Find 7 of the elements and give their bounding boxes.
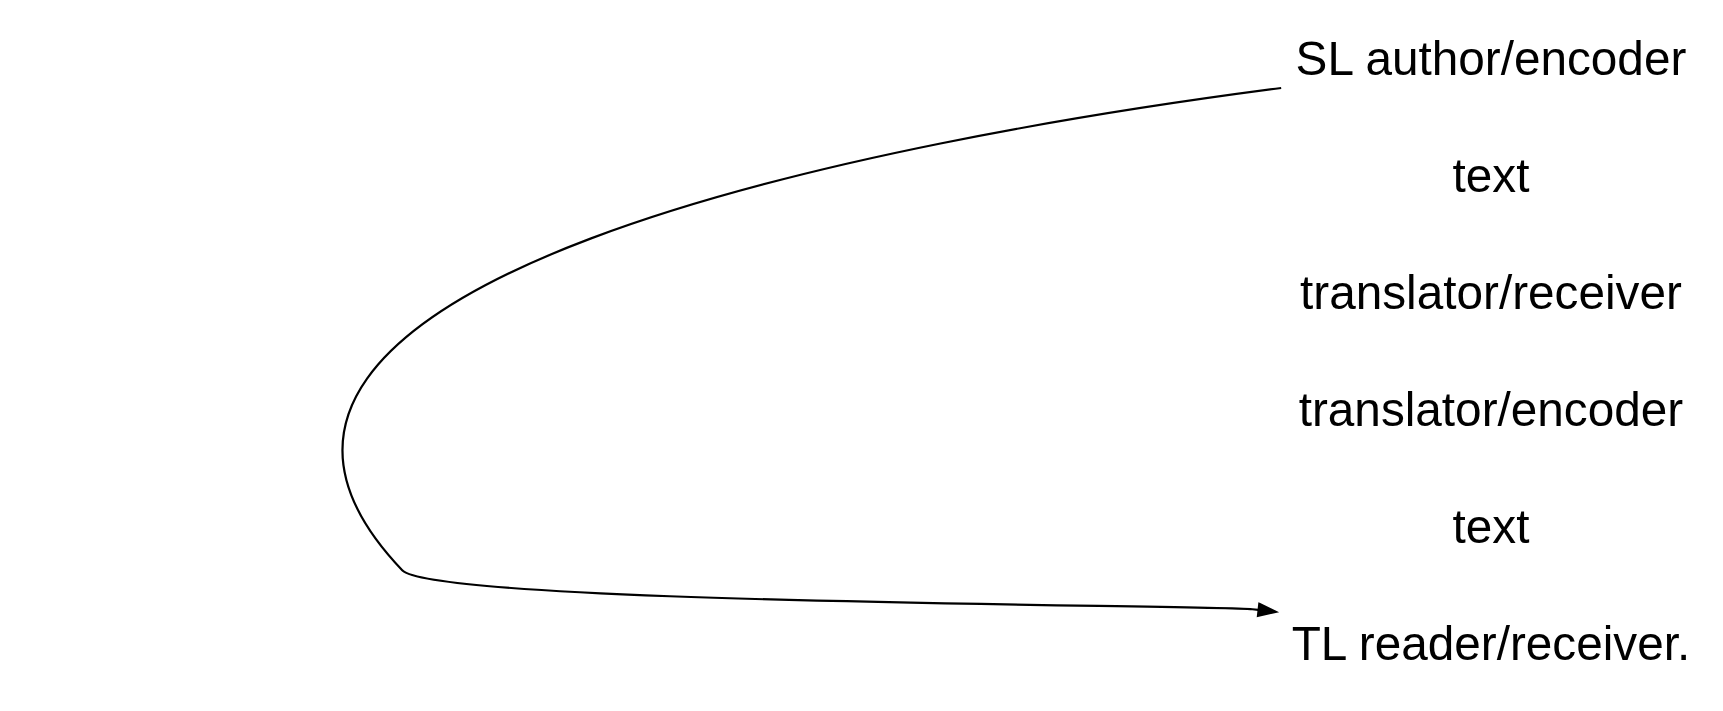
label: translator/encoder [1298,383,1683,437]
label: translator/receiver [1299,266,1682,320]
label: text [1452,500,1529,554]
node-text: SL author/encoder [1295,31,1686,85]
label: text [1452,148,1529,202]
arrow [343,86,1281,618]
node-text: TL reader/receiver. [1291,617,1690,671]
